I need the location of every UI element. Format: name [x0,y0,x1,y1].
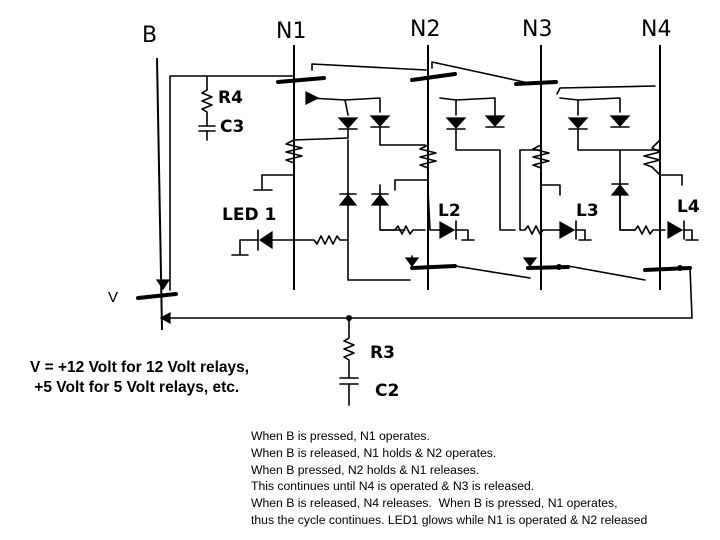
description-line: When B is released, N4 releases. When B … [251,496,618,511]
n2-diode-a [445,117,467,129]
n3-coil [532,144,561,196]
n2-top-contact [410,72,457,82]
label-n4: N4 [641,17,671,42]
n4-diode-a [610,184,630,196]
voltage-note: V = +12 Volt for 12 Volt relays, +5 Volt… [30,358,249,398]
b-switch-arrow [155,279,171,291]
n2-coil [394,144,437,191]
n3-diode-b [609,115,631,127]
top-bus-wire [169,75,295,291]
l4-ground [683,229,699,241]
label-l2: L2 [438,201,461,221]
label-r4: R4 [218,88,243,108]
n1-coil [261,139,303,191]
description-line: thus the cycle continues. LED1 glows whi… [251,512,648,527]
n1-diode-a [337,117,359,129]
label-l3: L3 [576,201,599,221]
label-n3: N3 [522,17,552,42]
n2-bottom-arrow [404,257,420,267]
n3-diode-a [567,117,589,129]
rail-b [156,57,163,331]
n1-diode-d [370,194,390,206]
b-switch-contact [136,292,178,300]
n1-n2-transfer-wire [311,61,656,95]
label-b: B [142,23,157,48]
l4-led [667,220,684,240]
n2-diode-b [484,115,506,127]
led1-symbol [258,230,273,250]
n4-bottom-contact [643,266,692,272]
label-c3: C3 [220,117,244,137]
n3-top-contact [514,80,558,86]
label-r3: R3 [370,343,395,363]
r3-resistor [343,317,355,379]
description-line: This continues until N4 is operated & N3… [251,479,535,494]
junction-dot-1 [556,264,562,270]
operation-description: When B is pressed, N1 operates. When B i… [251,428,647,529]
n3-diode-network [519,97,636,235]
description-line: When B is pressed, N1 operates. [251,429,430,443]
l2-ground [455,229,475,241]
n2-bottom-contact [410,264,457,270]
voltage-note-line: V = +12 Volt for 12 Volt relays, [30,359,250,376]
n3-bottom-contact [526,265,570,270]
label-l4: L4 [677,197,700,217]
description-line: When B is released, N1 holds & N2 operat… [251,445,497,460]
l3-ground [575,229,592,241]
n1-diode-c [338,194,358,206]
led1-branch [269,235,349,245]
junction-dot-2 [677,265,683,271]
n3-bottom-arrow [522,257,538,267]
v-return-arrow [159,311,171,325]
led1-ground [231,239,259,256]
n4-coil [643,139,683,186]
label-c2: C2 [375,381,399,401]
n1-top-contact [276,76,326,84]
n1-diode-b [369,115,391,127]
n2-diode-network [379,97,516,235]
description-line: When B pressed, N2 holds & N1 releases. [251,462,480,477]
l2-led [439,220,456,240]
label-n1: N1 [276,19,306,44]
n1-top-arrow [305,91,320,105]
label-v: V [108,289,119,306]
n4-diode-network [619,149,666,235]
label-led1: LED 1 [222,205,276,225]
n1-diode-network [293,97,426,281]
l3-led [559,220,576,240]
r4-resistor [201,89,213,127]
label-n2: N2 [410,17,440,42]
voltage-note-line: +5 Volt for 5 Volt relays, etc. [30,379,240,396]
